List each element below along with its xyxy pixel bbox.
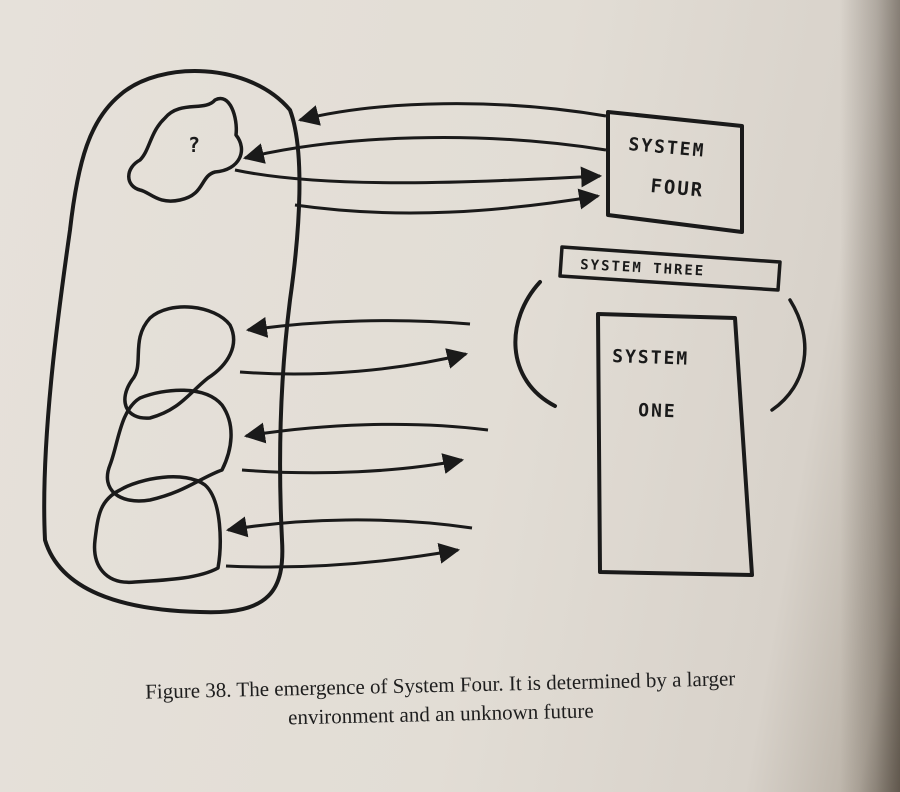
arrow-environment-to-system-one-1 <box>239 348 469 376</box>
unknown-question-mark: ? <box>188 133 202 157</box>
system-three-label: SYSTEM THREE <box>580 257 706 280</box>
left-parenthesis <box>513 280 557 408</box>
unknown-future-blob <box>127 96 244 203</box>
system-three-box <box>558 245 782 292</box>
operational-blob-top <box>123 305 236 420</box>
arrow-environment-to-system-one-2 <box>241 453 465 475</box>
arrow-system-four-to-unknown-1 <box>297 102 607 126</box>
system-one-label-line2: ONE <box>638 400 677 422</box>
environment-boundary <box>42 69 302 615</box>
arrow-system-one-to-environment-1 <box>245 317 471 338</box>
arrow-system-one-to-environment-3 <box>225 516 473 538</box>
system-four-label-line1: SYSTEM <box>628 134 707 162</box>
system-four-box <box>606 110 744 234</box>
system-one-box <box>596 312 754 577</box>
arrow-environment-to-system-one-3 <box>225 542 461 569</box>
book-gutter-shadow <box>840 0 900 792</box>
arrow-unknown-to-system-four-1 <box>234 166 603 188</box>
arrow-unknown-to-system-four-2 <box>294 188 601 215</box>
arrow-system-one-to-environment-2 <box>243 422 489 444</box>
arrow-system-four-to-unknown-2 <box>242 136 607 164</box>
operational-blob-middle <box>105 388 233 503</box>
operational-blob-bottom <box>92 475 222 584</box>
right-parenthesis <box>770 298 807 412</box>
system-one-label-line1: SYSTEM <box>612 346 690 370</box>
system-four-label-line2: FOUR <box>650 175 705 202</box>
